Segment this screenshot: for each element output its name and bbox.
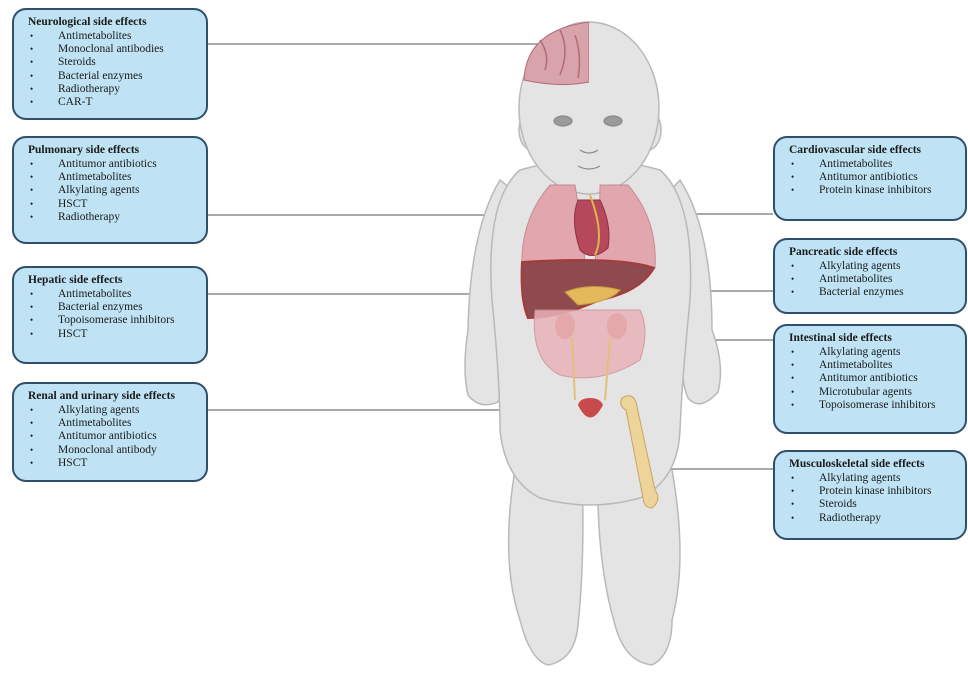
renal-item: Antimetabolites [28, 417, 196, 430]
brain [524, 22, 589, 85]
cardiovascular-title: Cardiovascular side effects [789, 143, 955, 157]
pulmonary-box: Pulmonary side effects Antitumor antibio… [12, 136, 208, 244]
pulmonary-item: Antitumor antibiotics [28, 158, 196, 171]
neurological-item: Monoclonal antibodies [28, 43, 196, 56]
pancreatic-item: Alkylating agents [789, 260, 955, 273]
cardiovascular-item: Antitumor antibiotics [789, 171, 955, 184]
hepatic-title: Hepatic side effects [28, 273, 196, 287]
neurological-title: Neurological side effects [28, 15, 196, 29]
hepatic-item: HSCT [28, 328, 196, 341]
intestinal-item: Antitumor antibiotics [789, 372, 955, 385]
pulmonary-item: Alkylating agents [28, 184, 196, 197]
musculoskeletal-item: Steroids [789, 498, 955, 511]
neurological-item: CAR-T [28, 96, 196, 109]
pancreatic-item: Bacterial enzymes [789, 286, 955, 299]
pancreatic-item: Antimetabolites [789, 273, 955, 286]
heart [574, 200, 609, 256]
pulmonary-item: HSCT [28, 198, 196, 211]
pulmonary-item: Radiotherapy [28, 211, 196, 224]
cardiovascular-item: Antimetabolites [789, 158, 955, 171]
musculoskeletal-title: Musculoskeletal side effects [789, 457, 955, 471]
hepatic-item: Antimetabolites [28, 288, 196, 301]
renal-box: Renal and urinary side effects Alkylatin… [12, 382, 208, 482]
neurological-item: Steroids [28, 56, 196, 69]
hepatic-item: Bacterial enzymes [28, 301, 196, 314]
renal-item: HSCT [28, 457, 196, 470]
intestinal-item: Alkylating agents [789, 346, 955, 359]
musculoskeletal-box: Musculoskeletal side effects Alkylating … [773, 450, 967, 540]
neurological-item: Antimetabolites [28, 30, 196, 43]
pulmonary-title: Pulmonary side effects [28, 143, 196, 157]
intestinal-item: Microtubular agents [789, 386, 955, 399]
pancreatic-title: Pancreatic side effects [789, 245, 955, 259]
renal-item: Monoclonal antibody [28, 444, 196, 457]
musculoskeletal-item: Alkylating agents [789, 472, 955, 485]
left-eye [554, 116, 572, 126]
musculoskeletal-item: Radiotherapy [789, 512, 955, 525]
renal-item: Antitumor antibiotics [28, 430, 196, 443]
intestinal-item: Antimetabolites [789, 359, 955, 372]
hepatic-item: Topoisomerase inhibitors [28, 314, 196, 327]
pancreatic-box: Pancreatic side effects Alkylating agent… [773, 238, 967, 314]
intestinal-item: Topoisomerase inhibitors [789, 399, 955, 412]
intestinal-box: Intestinal side effects Alkylating agent… [773, 324, 967, 434]
renal-title: Renal and urinary side effects [28, 389, 196, 403]
pulmonary-item: Antimetabolites [28, 171, 196, 184]
hepatic-box: Hepatic side effects Antimetabolites Bac… [12, 266, 208, 364]
renal-item: Alkylating agents [28, 404, 196, 417]
cardiovascular-box: Cardiovascular side effects Antimetaboli… [773, 136, 967, 221]
neurological-box: Neurological side effects Antimetabolite… [12, 8, 208, 120]
neurological-item: Radiotherapy [28, 83, 196, 96]
musculoskeletal-item: Protein kinase inhibitors [789, 485, 955, 498]
intestinal-title: Intestinal side effects [789, 331, 955, 345]
cardiovascular-item: Protein kinase inhibitors [789, 184, 955, 197]
right-eye [604, 116, 622, 126]
neurological-item: Bacterial enzymes [28, 70, 196, 83]
